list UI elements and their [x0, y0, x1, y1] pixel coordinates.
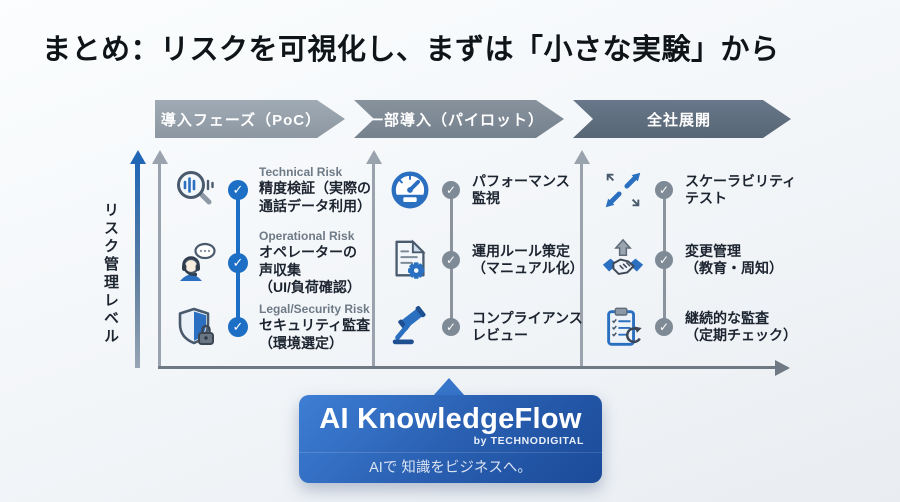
check-icon: ✓: [442, 318, 460, 336]
operator-headset-icon: [168, 239, 224, 287]
expand-arrows-icon: [597, 167, 649, 213]
phase-divider-1: [372, 163, 375, 368]
shield-lock-icon: [168, 303, 224, 351]
slide-title: まとめ：リスクを可視化し、まずは「小さな実験」から: [42, 34, 780, 66]
risk-item-text: セキュリティ監査 （環境選定）: [259, 317, 371, 351]
risk-item: ✓ Technical Risk 精度検証（実際の 通話データ利用）: [168, 160, 388, 220]
risk-item: ✓ 変更管理 （教育・周知）: [597, 230, 797, 290]
risk-item: ✓ 継続的な監査 （定期チェック）: [597, 297, 797, 357]
phase-arrow-pilot: 一部導入（パイロット）: [354, 100, 564, 138]
risk-category-label: Operational Risk: [259, 229, 355, 244]
gavel-icon: [384, 304, 436, 350]
risk-item-text: パフォーマンス 監視: [472, 172, 570, 207]
voice-search-icon: [168, 166, 224, 214]
risk-item: ✓ Operational Risk オペレーターの 声収集 （UI/負荷確認）: [168, 222, 388, 304]
phase-label: 全社展開: [646, 111, 711, 129]
handshake-growth-icon: [597, 237, 649, 283]
y-axis: [158, 163, 161, 368]
phase-arrow-poc: 導入フェーズ（PoC）: [155, 100, 345, 138]
document-gear-icon: [384, 237, 436, 283]
risk-level-arrow: [135, 163, 140, 368]
check-icon: ✓: [442, 181, 460, 199]
risk-category-label: Legal/Security Risk: [259, 302, 370, 316]
risk-category-label: Technical Risk: [259, 165, 343, 179]
x-axis: [158, 366, 776, 369]
risk-item-text: 変更管理 （教育・周知）: [685, 242, 783, 277]
brand-name: AI KnowledgeFlow: [319, 403, 582, 435]
phase-banner: 導入フェーズ（PoC） 一部導入（パイロット） 全社展開: [155, 100, 791, 138]
risk-item: ✓ パフォーマンス 監視: [384, 160, 584, 220]
brand-byline: by TECHNODIGITAL: [473, 435, 584, 447]
risk-item: ✓ スケーラビリティ テスト: [597, 160, 797, 220]
check-icon: ✓: [228, 317, 248, 337]
phase-label: 一部導入（パイロット）: [367, 111, 544, 129]
risk-item-text: 継続的な監査 （定期チェック）: [685, 309, 797, 344]
check-icon: ✓: [228, 180, 248, 200]
risk-item-text: 運用ルール策定 （マニュアル化）: [472, 242, 584, 277]
risk-item-text: 精度検証（実際の 通話データ利用）: [259, 180, 371, 214]
phase-divider-2: [580, 163, 583, 368]
check-icon: ✓: [655, 251, 673, 269]
risk-item-text: オペレーターの 声収集 （UI/負荷確認）: [259, 244, 361, 296]
risk-item: ✓ Legal/Security Risk セキュリティ監査 （環境選定）: [168, 296, 388, 358]
brand-callout: AI KnowledgeFlow by TECHNODIGITAL AIで 知識…: [299, 395, 602, 483]
check-icon: ✓: [655, 181, 673, 199]
risk-level-axis-label: リスク管理レベル: [102, 202, 119, 346]
risk-item-text: コンプライアンス レビュー: [472, 309, 583, 344]
brand-tagline: AIで 知識をビジネスへ。: [299, 452, 602, 477]
clipboard-audit-icon: [597, 304, 649, 350]
check-icon: ✓: [228, 253, 248, 273]
check-icon: ✓: [655, 318, 673, 336]
callout-pointer: [433, 378, 465, 396]
risk-item-text: スケーラビリティ テスト: [685, 172, 797, 207]
check-icon: ✓: [442, 251, 460, 269]
risk-item: ✓ コンプライアンス レビュー: [384, 297, 584, 357]
phase-label: 導入フェーズ（PoC）: [160, 111, 322, 129]
risk-item: ✓ 運用ルール策定 （マニュアル化）: [384, 230, 584, 290]
gauge-icon: [384, 167, 436, 213]
phase-arrow-full-rollout: 全社展開: [573, 100, 791, 138]
